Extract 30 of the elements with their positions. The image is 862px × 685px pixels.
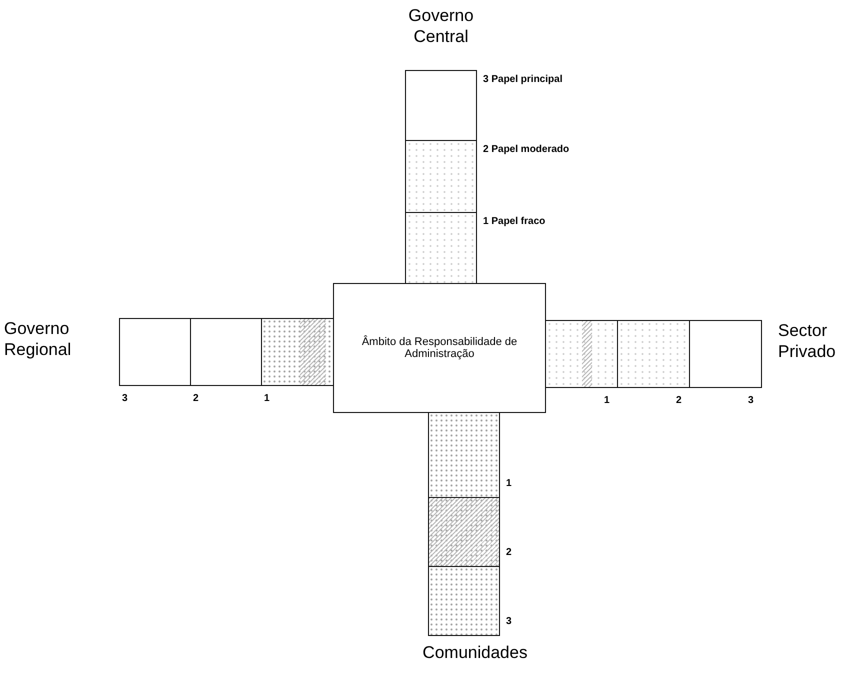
level-label: 3 Papel principal bbox=[483, 74, 562, 85]
grid-cell bbox=[617, 320, 690, 388]
level-label: 2 Papel moderado bbox=[483, 144, 570, 155]
arm-title: Governo Central bbox=[407, 5, 475, 47]
level-label: 1 Papel fraco bbox=[483, 216, 546, 227]
grid-cell bbox=[428, 497, 500, 567]
level-number: 2 bbox=[676, 395, 682, 406]
grid-cell bbox=[261, 318, 334, 386]
grid-cell bbox=[405, 70, 477, 141]
grid-cell bbox=[190, 318, 262, 386]
level-number: 2 bbox=[193, 393, 199, 404]
box-text: Âmbito da Responsabilidade de Administração bbox=[360, 336, 518, 360]
grid-cell bbox=[119, 318, 191, 386]
grid-cell bbox=[428, 566, 500, 636]
arm-title: Sector Privado bbox=[778, 320, 837, 362]
arm-title: Governo Regional bbox=[4, 318, 72, 360]
level-number: 2 bbox=[506, 547, 512, 558]
grid-cell bbox=[545, 320, 618, 388]
arm-title: Comunidades bbox=[422, 642, 528, 663]
grid-cell bbox=[689, 320, 762, 388]
center-box bbox=[333, 283, 546, 413]
level-number: 3 bbox=[122, 393, 128, 404]
level-number: 1 bbox=[506, 478, 512, 489]
level-number: 1 bbox=[604, 395, 610, 406]
grid-cell bbox=[405, 212, 477, 284]
grid-cell bbox=[428, 412, 500, 498]
grid-cell bbox=[405, 140, 477, 213]
level-number: 3 bbox=[506, 616, 512, 627]
level-number: 1 bbox=[264, 393, 270, 404]
level-number: 3 bbox=[748, 395, 754, 406]
